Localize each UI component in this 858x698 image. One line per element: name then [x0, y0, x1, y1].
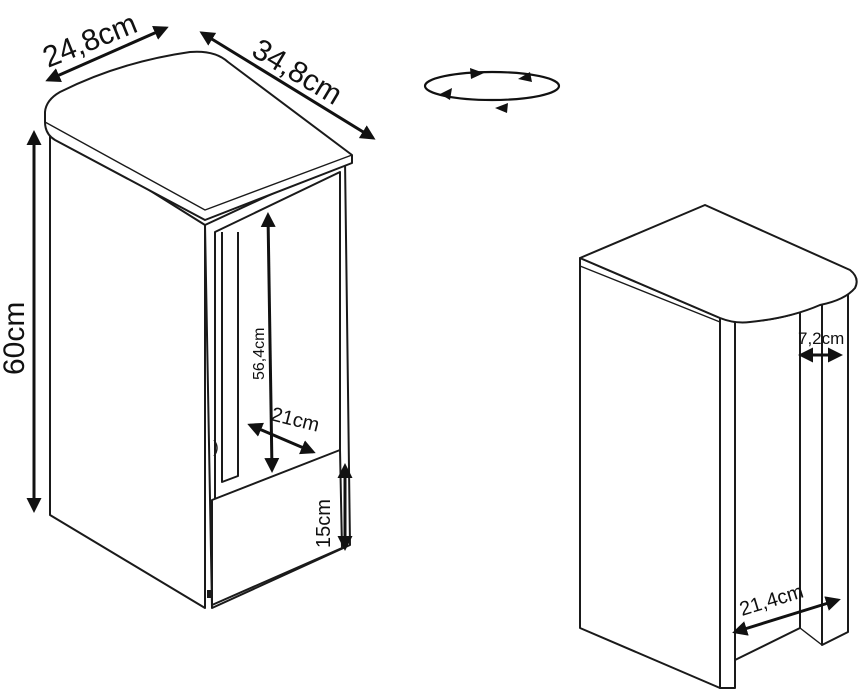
depth-arrow — [45, 25, 169, 83]
cabinet-mark — [207, 590, 211, 598]
right-dimension-arrows — [732, 347, 843, 636]
inner-depth-arrow — [247, 422, 316, 455]
cabinet-back-view — [579, 204, 858, 689]
left-dimension-arrows — [26, 25, 376, 551]
back-view-front-edge — [719, 317, 736, 689]
back-view-side-panel — [579, 257, 721, 689]
shelf-thickness-label: 7,2cm — [798, 329, 844, 348]
cabinet-inner-back — [221, 232, 239, 483]
height-label: 60cm — [0, 302, 31, 375]
base-height-label: 15cm — [313, 499, 335, 548]
cabinet-front-view — [44, 50, 353, 609]
cabinet-top-edge — [44, 121, 353, 211]
cabinet-handle — [213, 439, 218, 457]
depth-label: 24,8cm — [38, 7, 142, 74]
back-width-arrow — [732, 596, 841, 636]
width-arrow — [199, 31, 376, 140]
back-view-top — [579, 204, 858, 324]
rotate-360-icon — [423, 68, 561, 113]
back-view-top-edge — [579, 265, 721, 323]
inner-height-label: 56,4cm — [251, 328, 268, 380]
